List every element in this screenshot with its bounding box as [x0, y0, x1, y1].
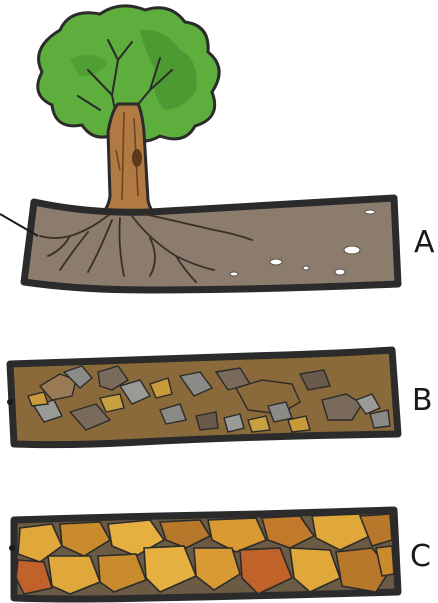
layer-a — [24, 198, 398, 290]
layer-label-a: A — [414, 225, 435, 260]
layer-label-b: B — [412, 383, 433, 418]
tree-icon — [38, 6, 219, 214]
pointer-dot-c — [9, 545, 15, 551]
pointer-dot-b — [7, 399, 13, 405]
layer-b — [10, 350, 398, 445]
layer-a-soil — [24, 198, 398, 290]
layer-label-c: C — [410, 539, 431, 574]
layer-c — [14, 510, 398, 599]
